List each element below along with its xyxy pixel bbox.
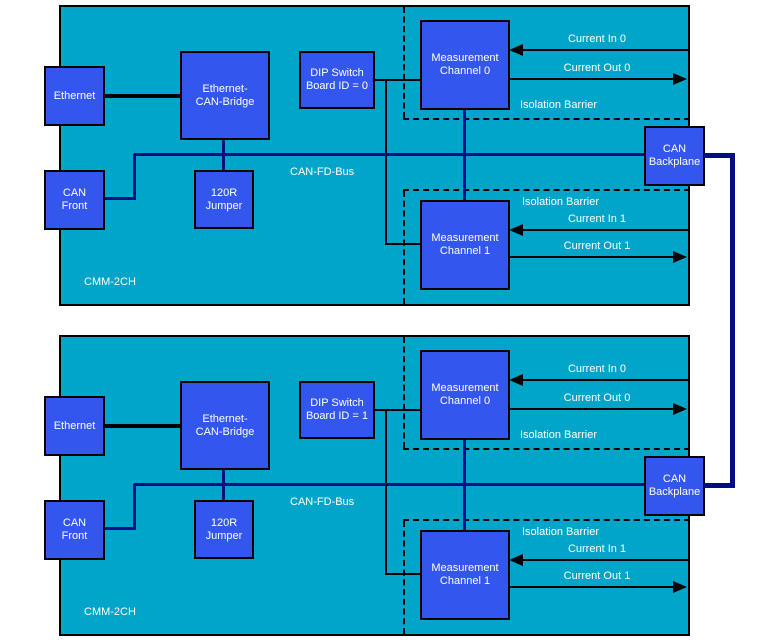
can-backplane-box: CAN Backplane	[644, 456, 705, 516]
ethernet-link-line	[104, 94, 182, 98]
isolation-barrier-1-label: Isolation Barrier	[522, 526, 600, 538]
channels-to-bus-line	[463, 439, 466, 531]
isolation-barrier-1-label: Isolation Barrier	[522, 196, 600, 208]
cmm-module-1: CMM-2CH CAN-FD-Bus Isolation Barrier Iso…	[0, 330, 765, 642]
current-out-1-line	[509, 586, 675, 588]
module-name-label: CMM-2CH	[84, 606, 136, 618]
isolation-barrier-0-label: Isolation Barrier	[520, 429, 598, 441]
current-out-1-label: Current Out 1	[563, 570, 631, 582]
current-in-0-arrowhead-icon	[509, 44, 523, 56]
isolation-barrier-1-dash-left	[403, 521, 405, 634]
isolation-barrier-0-dash-left	[403, 7, 405, 118]
dip-branch-line	[385, 409, 387, 575]
current-out-0-arrowhead-icon	[673, 403, 687, 415]
measurement-channel-0-box: Measurement Channel 0	[420, 20, 510, 110]
current-in-0-line	[521, 379, 690, 381]
can-front-link-h	[104, 197, 136, 200]
current-out-0-line	[509, 408, 675, 410]
current-out-0-label: Current Out 0	[563, 62, 631, 74]
isolation-barrier-0-dash-left	[403, 337, 405, 448]
backplane-link-bottom-segment	[704, 483, 735, 488]
ethernet-can-bridge-box: Ethernet- CAN-Bridge	[180, 381, 270, 470]
current-in-0-label: Current In 0	[567, 363, 627, 375]
measurement-channel-0-box: Measurement Channel 0	[420, 350, 510, 440]
can-front-box: CAN Front	[44, 500, 105, 560]
channels-to-bus-line	[463, 109, 466, 201]
current-out-1-line	[509, 256, 675, 258]
jumper-120r-box: 120R Jumper	[194, 170, 254, 229]
isolation-barrier-0-dash-bottom	[403, 448, 690, 450]
current-in-0-line	[521, 49, 690, 51]
dip-to-channel1-line	[385, 243, 421, 245]
current-out-0-line	[509, 78, 675, 80]
can-front-link-v	[133, 154, 136, 200]
can-front-link-h	[104, 527, 136, 530]
ethernet-box-label: Ethernet	[53, 89, 96, 102]
can-fd-bus-line	[134, 483, 644, 486]
dip-switch-box: DIP Switch Board ID = 0	[299, 51, 375, 109]
isolation-barrier-0-dash-bottom	[403, 118, 690, 120]
module-name-label: CMM-2CH	[84, 276, 136, 288]
current-in-1-label: Current In 1	[567, 213, 627, 225]
dip-switch-box: DIP Switch Board ID = 1	[299, 381, 375, 439]
current-out-1-arrowhead-icon	[673, 581, 687, 593]
can-backplane-box: CAN Backplane	[644, 126, 705, 186]
dip-to-channel0-line	[374, 79, 421, 81]
bridge-to-bus-line	[222, 139, 225, 171]
isolation-barrier-0-label: Isolation Barrier	[520, 99, 598, 111]
jumper-120r-box: 120R Jumper	[194, 500, 254, 559]
backplane-link-top-segment	[704, 153, 735, 158]
isolation-barrier-1-dash-top	[403, 189, 690, 191]
current-out-1-arrowhead-icon	[673, 251, 687, 263]
can-front-box: CAN Front	[44, 170, 105, 230]
current-in-0-label: Current In 0	[567, 33, 627, 45]
current-out-0-label: Current Out 0	[563, 392, 631, 404]
bridge-to-bus-line	[222, 469, 225, 501]
current-in-1-line	[521, 559, 690, 561]
can-front-link-v	[133, 484, 136, 530]
dip-to-channel1-line	[385, 573, 421, 575]
current-in-1-arrowhead-icon	[509, 554, 523, 566]
ethernet-box: Ethernet	[44, 66, 105, 126]
backplane-link-vertical-segment	[730, 153, 735, 488]
ethernet-can-bridge-box: Ethernet- CAN-Bridge	[180, 51, 270, 140]
can-fd-bus-label: CAN-FD-Bus	[290, 496, 355, 508]
current-in-0-arrowhead-icon	[509, 374, 523, 386]
isolation-barrier-1-dash-left	[403, 191, 405, 304]
current-out-1-label: Current Out 1	[563, 240, 631, 252]
ethernet-box-label: Ethernet	[53, 419, 96, 432]
current-in-1-arrowhead-icon	[509, 224, 523, 236]
measurement-channel-1-box: Measurement Channel 1	[420, 530, 510, 620]
ethernet-link-line	[104, 424, 182, 428]
dip-to-channel0-line	[374, 409, 421, 411]
cmm-module-0: CMM-2CH CAN-FD-Bus Isolation Barrier Iso…	[0, 0, 765, 312]
can-fd-bus-line	[134, 153, 644, 156]
isolation-barrier-1-dash-top	[403, 519, 690, 521]
current-in-1-line	[521, 229, 690, 231]
measurement-channel-1-box: Measurement Channel 1	[420, 200, 510, 290]
current-out-0-arrowhead-icon	[673, 73, 687, 85]
can-fd-bus-label: CAN-FD-Bus	[290, 166, 355, 178]
ethernet-box: Ethernet	[44, 396, 105, 456]
dip-branch-line	[385, 79, 387, 245]
current-in-1-label: Current In 1	[567, 543, 627, 555]
